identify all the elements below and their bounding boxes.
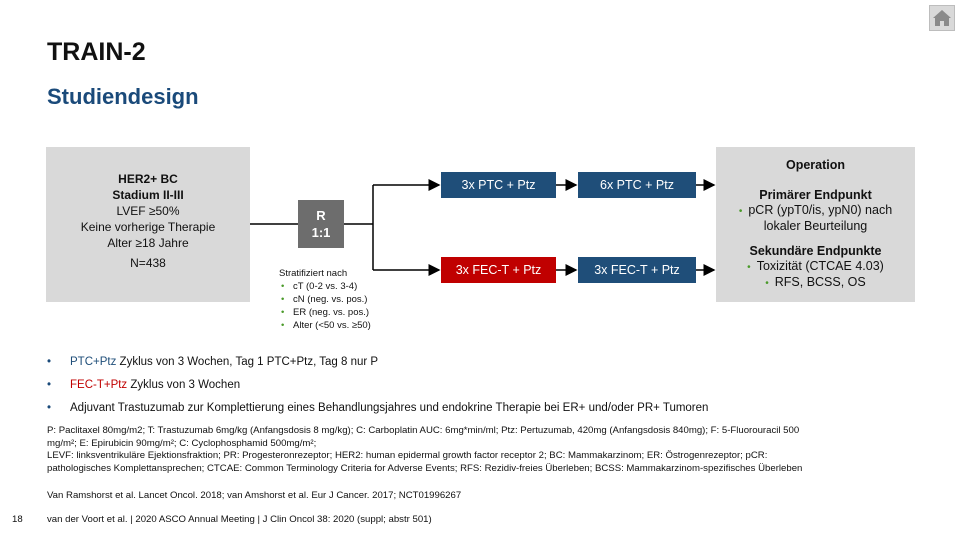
randomization-box: R 1:1 (298, 200, 344, 248)
secondary-endpoint-item: RFS, BCSS, OS (774, 275, 866, 289)
arm-fec-second: 3x FEC-T + Ptz (578, 257, 696, 283)
stratification-heading: Stratifiziert nach (279, 268, 348, 279)
inclusion-line: HER2+ BC (118, 172, 178, 186)
arm-fec-first: 3x FEC-T + Ptz (441, 257, 556, 283)
operation-label: Operation (785, 158, 846, 172)
note-item: FEC-T+Ptz Zyklus von 3 Wochen (47, 377, 708, 400)
bullet-icon: • (747, 262, 751, 273)
abbreviation-line: mg/m²; E: Epirubicin 90mg/m²; C: Cycloph… (47, 437, 317, 449)
bullet-icon: • (738, 206, 743, 217)
abbreviation-line: LEVF: linksventrikuläre Ejektionsfraktio… (47, 450, 768, 461)
home-icon (933, 10, 951, 26)
home-button[interactable] (929, 5, 955, 31)
primary-endpoint-text: pCR (ypT0/is, ypN0) nach (748, 203, 893, 217)
secondary-endpoint-heading: Sekundäre Endpunkte (749, 244, 882, 258)
note-text: Adjuvant Trastuzumab zur Komplettierung … (70, 402, 709, 414)
stratification-item: ER (neg. vs. pos.) (279, 306, 371, 319)
bullet-icon: • (765, 278, 769, 289)
inclusion-line: LVEF ≥50% (116, 204, 180, 218)
primary-endpoint-heading: Primärer Endpunkt (759, 188, 872, 202)
arm-ptc-second: 6x PTC + Ptz (578, 172, 696, 198)
slide-subtitle: Studiendesign (47, 84, 199, 109)
inclusion-line: N=438 (130, 256, 166, 270)
note-item: Adjuvant Trastuzumab zur Komplettierung … (47, 400, 708, 423)
outcome-box: Operation Primärer Endpunkt • pCR (ypT0/i… (716, 147, 915, 302)
stratification-item: Alter (<50 vs. ≥50) (279, 319, 371, 332)
abbreviation-line: pathologisches Komplettansprechen; CTCAE… (47, 462, 803, 474)
note-text: Zyklus von 3 Wochen (127, 379, 241, 391)
footer-citation: van der Voort et al. | 2020 ASCO Annual … (47, 514, 432, 525)
inclusion-line: Alter ≥18 Jahre (107, 236, 189, 250)
inclusion-line: Stadium II-III (112, 188, 184, 202)
secondary-endpoint-item: Toxizität (CTCAE 4.03) (756, 259, 884, 273)
primary-endpoint-text: lokaler Beurteilung (763, 219, 868, 233)
note-text: Zyklus von 3 Wochen, Tag 1 PTC+Ptz, Tag … (116, 356, 379, 368)
stratification-block: Stratifiziert nach cT (0-2 vs. 3-4) cN (… (279, 267, 371, 332)
note-regimen-fec: FEC-T+Ptz (70, 379, 128, 391)
inclusion-line: Keine vorherige Therapie (80, 220, 216, 234)
arm-ptc-first: 3x PTC + Ptz (441, 172, 556, 198)
references: Van Ramshorst et al. Lancet Oncol. 2018;… (47, 490, 462, 501)
page-number: 18 (12, 514, 23, 525)
stratification-item: cT (0-2 vs. 3-4) (279, 280, 371, 293)
slide-title: TRAIN-2 (47, 38, 146, 66)
randomization-label: R (316, 208, 326, 223)
note-item: PTC+Ptz Zyklus von 3 Wochen, Tag 1 PTC+P… (47, 354, 708, 377)
notes-list: PTC+Ptz Zyklus von 3 Wochen, Tag 1 PTC+P… (47, 354, 708, 423)
note-regimen-ptc: PTC+Ptz (70, 356, 117, 368)
inclusion-criteria-box: HER2+ BC Stadium II-III LVEF ≥50% Keine … (46, 147, 250, 302)
abbreviation-line: P: Paclitaxel 80mg/m2; T: Trastuzumab 6m… (47, 425, 800, 436)
randomization-ratio: 1:1 (311, 225, 331, 240)
abbreviations-block: P: Paclitaxel 80mg/m2; T: Trastuzumab 6m… (47, 425, 927, 475)
stratification-item: cN (neg. vs. pos.) (279, 293, 371, 306)
